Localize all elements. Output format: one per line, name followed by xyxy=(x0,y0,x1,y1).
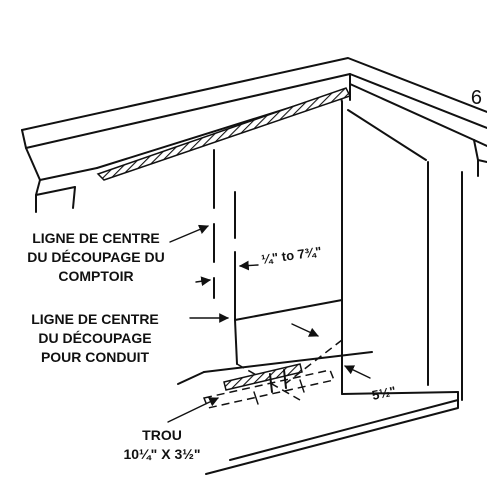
floor-hole xyxy=(202,363,336,409)
counter-center-line-label: LIGNE DE CENTRE DU DÉCOUPAGE DU COMPTOIR xyxy=(27,230,164,284)
label-line-2: DU DÉCOUPAGE xyxy=(38,330,151,346)
label-line-3: COMPTOIR xyxy=(58,268,133,284)
label-line-2: DU DÉCOUPAGE DU xyxy=(27,249,164,265)
conduit-center-line-label: LIGNE DE CENTRE DU DÉCOUPAGE POUR CONDUI… xyxy=(31,311,159,365)
center-lines xyxy=(203,101,373,401)
hole-label-size: 10¼" X 3½" xyxy=(123,446,200,462)
label-line-1: LIGNE DE CENTRE xyxy=(32,230,160,246)
label-line-3: POUR CONDUIT xyxy=(41,349,150,365)
label-line-1: LIGNE DE CENTRE xyxy=(31,311,159,327)
offset-dimension-label: ¼" to 7¾" xyxy=(260,244,322,267)
dimension-arrows xyxy=(167,224,371,423)
hole-label-title: TROU xyxy=(142,427,182,443)
hole-label: TROU 10¼" X 3½" xyxy=(123,427,200,462)
counter-cutout-hatch xyxy=(96,87,352,181)
figure-number: 6 xyxy=(471,87,482,109)
depth-dimension-label: 5½" xyxy=(371,383,398,403)
